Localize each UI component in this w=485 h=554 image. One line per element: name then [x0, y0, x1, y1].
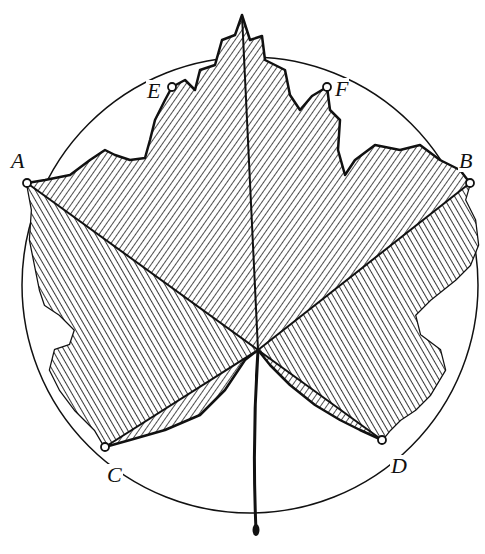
- stem-end: [253, 524, 260, 536]
- point-markers: [23, 83, 474, 451]
- leaf-shading: [27, 183, 258, 447]
- leaf-shading: [258, 183, 478, 440]
- point-label: A: [10, 150, 25, 172]
- point-label: D: [390, 455, 408, 477]
- leaf-outline: [27, 15, 478, 447]
- point-label: C: [106, 464, 123, 486]
- point-label: B: [458, 150, 473, 172]
- point-label: F: [334, 78, 349, 100]
- leaf-stem: [254, 350, 258, 530]
- leaf-veins: [27, 15, 470, 447]
- point-label: E: [146, 80, 161, 102]
